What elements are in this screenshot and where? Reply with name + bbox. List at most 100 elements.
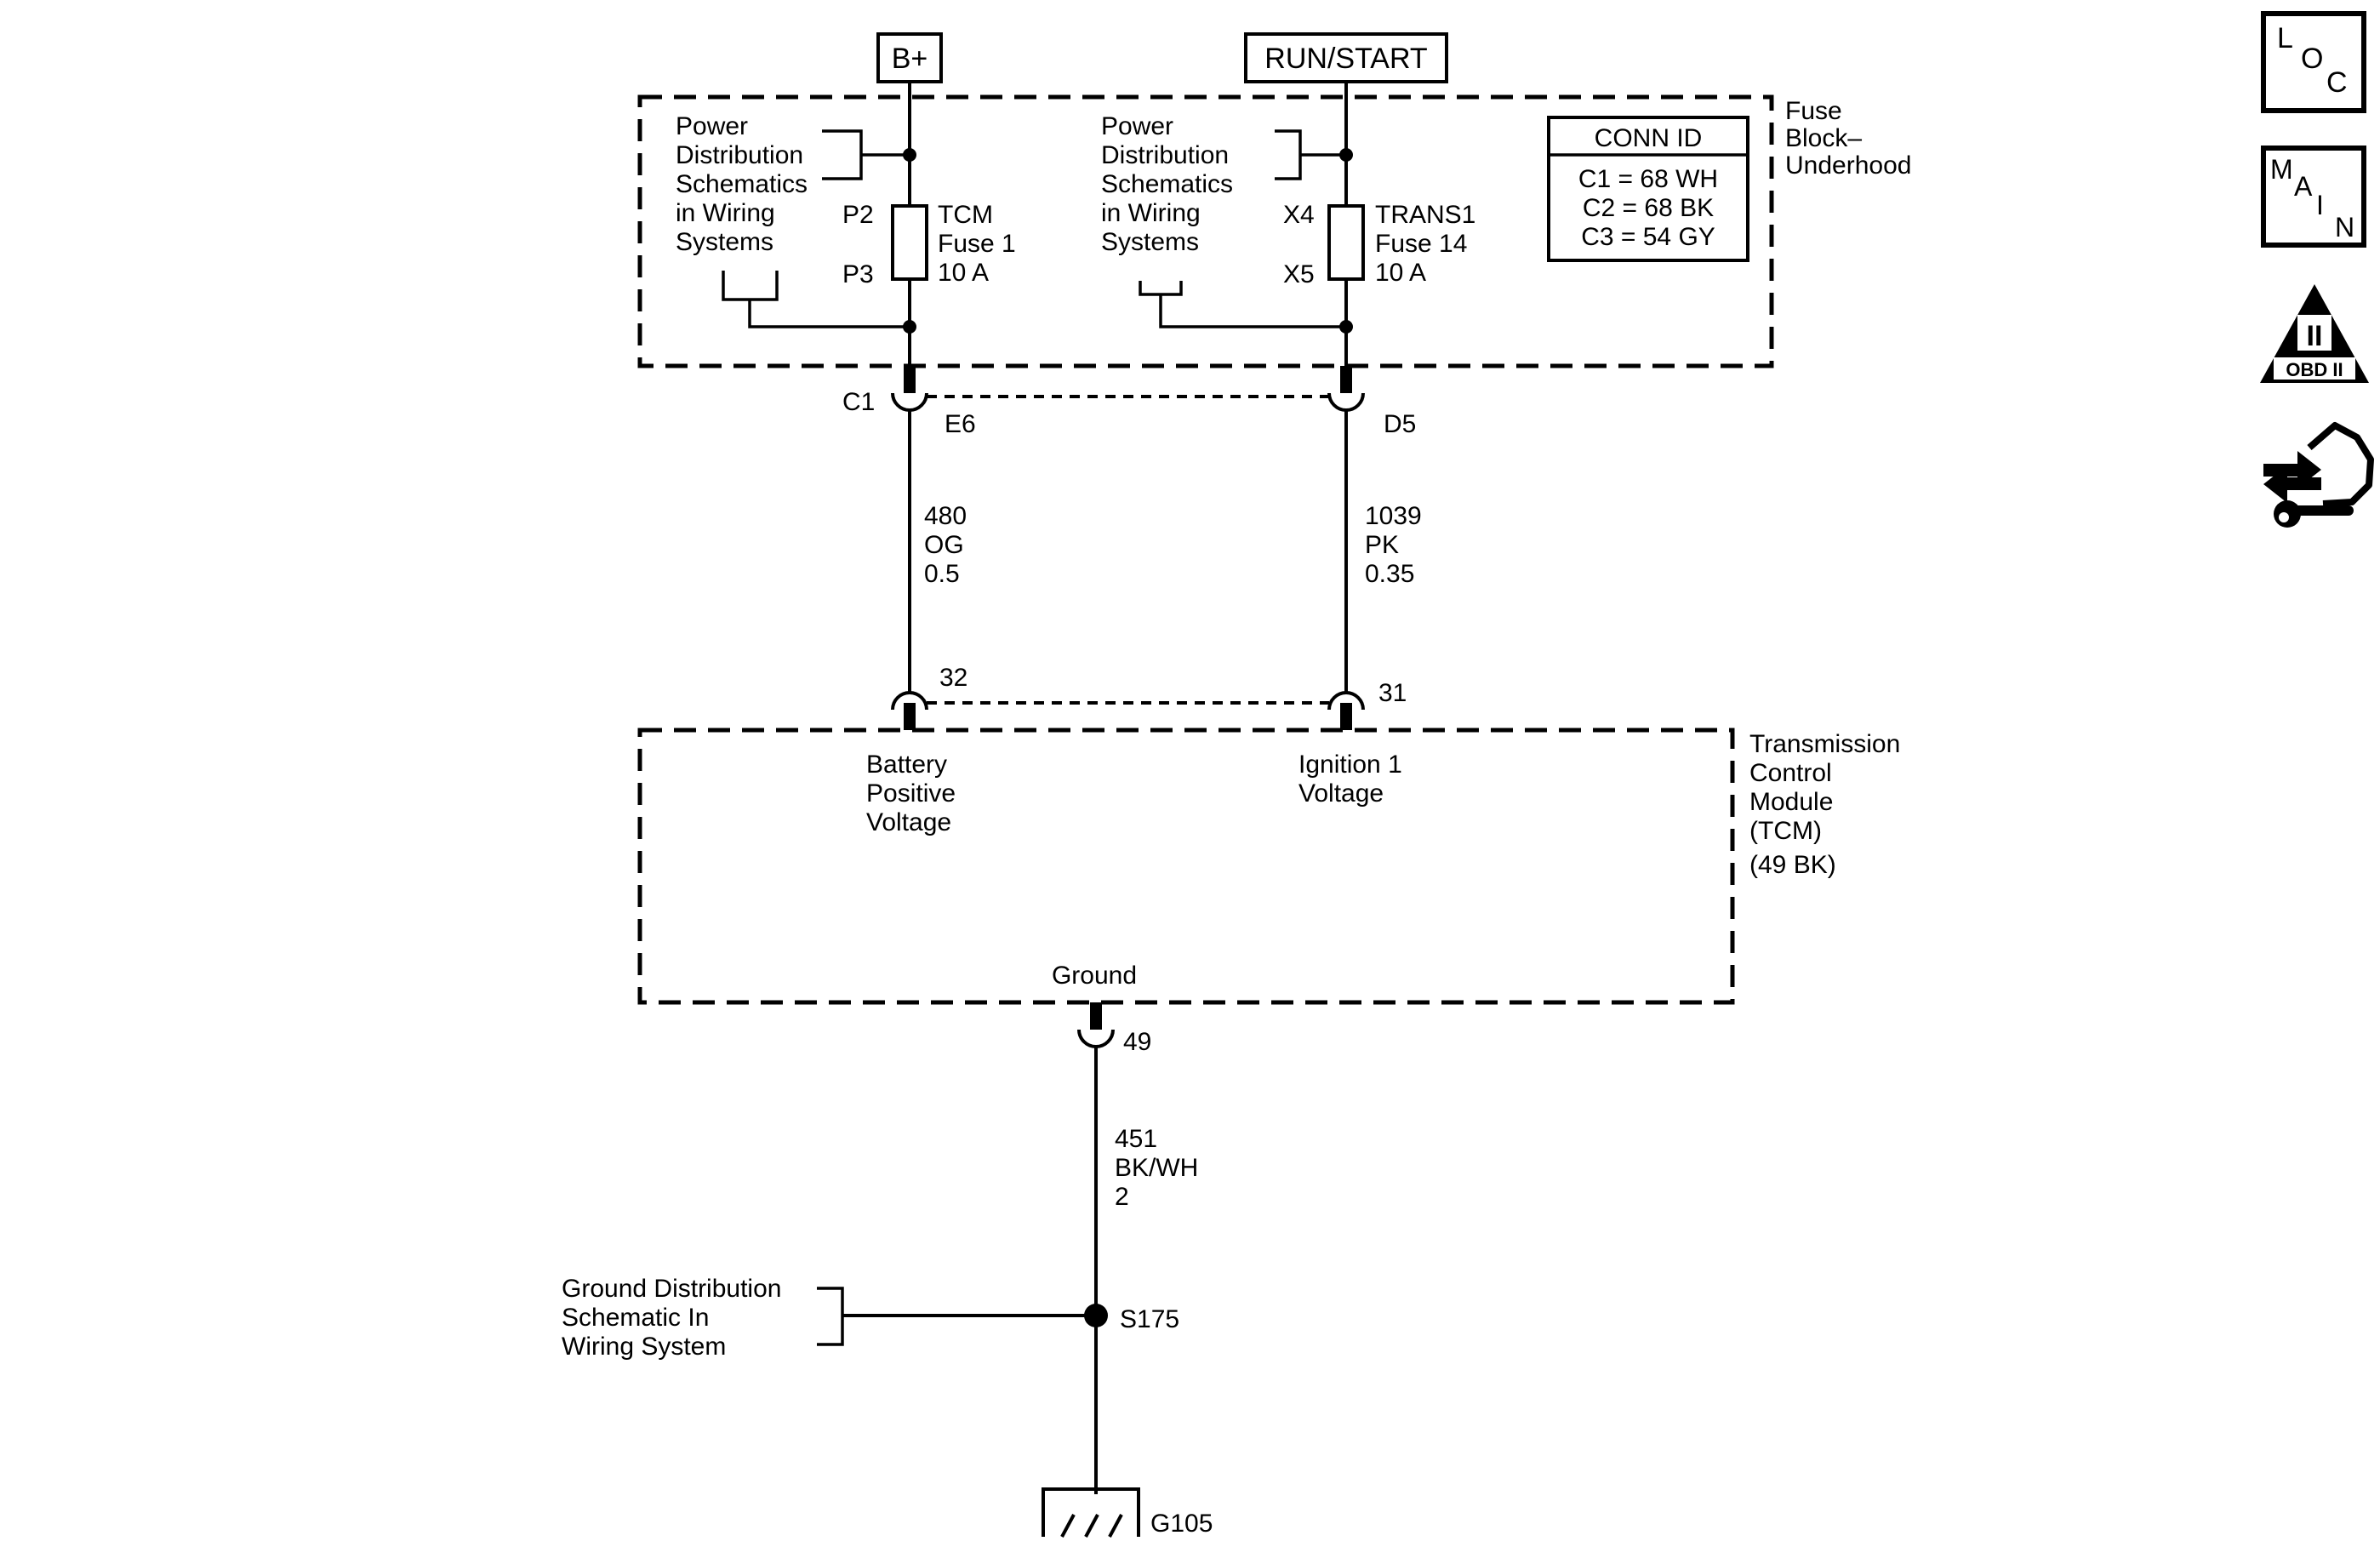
tcm-input-line: Battery <box>866 751 947 779</box>
fuse-block-title-line: Fuse <box>1785 97 1842 125</box>
ignition-1-voltage-label: Ignition 1 Voltage <box>1298 751 1402 808</box>
fuse-block-outline <box>637 94 1774 368</box>
ref-line: Distribution <box>676 141 803 169</box>
ref-line: Schematic In <box>562 1304 709 1332</box>
main-letter: I <box>2316 190 2324 220</box>
trans1-fuse-label: TRANS1 Fuse 14 10 A <box>1375 201 1475 287</box>
obd-label: OBD II <box>2286 359 2343 380</box>
ref-line: Schematics <box>676 170 808 198</box>
obd-ii-icon[interactable]: II OBD II <box>2260 284 2369 383</box>
main-letter: N <box>2335 212 2354 243</box>
fuse-label-line: Fuse 1 <box>938 230 1016 258</box>
fuse-block-title-line: Underhood <box>1785 151 1911 180</box>
conn-id-header: CONN ID <box>1595 124 1703 152</box>
ref-line: Power <box>676 112 748 140</box>
fuse-block-title: Fuse Block– Underhood <box>1785 97 1911 180</box>
loc-letter: C <box>2326 66 2348 99</box>
ref-line: Systems <box>676 228 773 256</box>
tcm-input-line: Positive <box>866 779 956 808</box>
loc-letter: L <box>2277 22 2293 54</box>
fuse-pin-p3: P3 <box>842 260 874 288</box>
connector-pin-e6: E6 <box>945 410 976 438</box>
junction-dot <box>1339 320 1353 334</box>
connector-stub <box>904 703 916 730</box>
junction-dot <box>903 148 916 162</box>
ref-line: in Wiring <box>1101 199 1201 227</box>
main-icon[interactable]: M A I N <box>2261 146 2366 248</box>
ref-line: Systems <box>1101 228 1199 256</box>
right-power-distribution-ref[interactable]: Power Distribution Schematics in Wiring … <box>1101 112 1233 256</box>
junction-dot <box>1339 148 1353 162</box>
run-start-label: RUN/START <box>1264 43 1427 75</box>
tcm-pin-49: 49 <box>1123 1028 1151 1056</box>
connector-pin-d5: D5 <box>1384 410 1416 438</box>
tcm-fuse-label: TCM Fuse 1 10 A <box>938 201 1016 287</box>
conn-id-row: C1 = 68 WH <box>1578 165 1718 193</box>
tcm-input-line: Voltage <box>866 808 951 836</box>
wire-label-line: BK/WH <box>1115 1154 1198 1182</box>
fuse-block-title-line: Block– <box>1785 124 1862 152</box>
ref-line: Wiring System <box>562 1333 726 1361</box>
obd-roman-numeral: II <box>2307 320 2323 352</box>
tcm-ground-label: Ground <box>1052 962 1137 990</box>
main-letter: A <box>2294 171 2313 202</box>
ref-line: Ground Distribution <box>562 1275 781 1303</box>
ref-line: Power <box>1101 112 1173 140</box>
wire-label-line: 451 <box>1115 1125 1157 1153</box>
fuse-label-line: Fuse 14 <box>1375 230 1467 258</box>
wire-label-line: 1039 <box>1365 502 1422 530</box>
ref-line: Distribution <box>1101 141 1229 169</box>
ground-g105-symbol <box>1042 1487 1140 1538</box>
left-ref-ground-bracket <box>722 271 910 328</box>
run-start-source: RUN/START <box>1244 32 1448 83</box>
connector-c1-label: C1 <box>842 388 875 416</box>
tcm-title-line: Control <box>1749 759 1832 787</box>
main-letter: M <box>2270 154 2293 185</box>
tcm-input-line: Ignition 1 <box>1298 751 1402 779</box>
left-power-distribution-ref[interactable]: Power Distribution Schematics in Wiring … <box>676 112 808 256</box>
tcm-pin-31: 31 <box>1378 679 1407 707</box>
trans1-fuse-14[interactable] <box>1327 204 1365 281</box>
tcm-title-line: (TCM) <box>1749 817 1822 845</box>
tcm-pin-31-terminal <box>1327 691 1365 711</box>
connector-stub <box>1090 1002 1102 1030</box>
ref-line: in Wiring <box>676 199 775 227</box>
tcm-input-line: Voltage <box>1298 779 1384 808</box>
tcm-pin-49-terminal <box>1077 1029 1115 1048</box>
ref-line: Schematics <box>1101 170 1233 198</box>
loc-letter: O <box>2301 43 2323 75</box>
wire-label-line: 0.35 <box>1365 560 1414 588</box>
connector-c1-d5-terminal <box>1327 392 1365 412</box>
wire-label-line: PK <box>1365 531 1399 559</box>
bplus-label: B+ <box>892 43 928 75</box>
right-ref-bracket <box>1275 129 1346 180</box>
fuse-label-line: 10 A <box>1375 259 1426 287</box>
connector-wrench-icon[interactable] <box>2263 422 2374 528</box>
tcm-title-line: Transmission <box>1749 730 1900 758</box>
fuse-pin-x4: X4 <box>1283 201 1315 229</box>
fuse-label-line: 10 A <box>938 259 989 287</box>
conn-id-row: C3 = 54 GY <box>1581 223 1715 251</box>
ground-distribution-ref[interactable]: Ground Distribution Schematic In Wiring … <box>562 1275 781 1361</box>
conn-id-row: C2 = 68 BK <box>1583 194 1714 222</box>
wire-label-line: 480 <box>924 502 967 530</box>
tcm-fuse-1[interactable] <box>891 204 928 281</box>
fuse-label-line: TCM <box>938 201 993 229</box>
wire-1039-label: 1039 PK 0.35 <box>1365 502 1422 588</box>
junction-dot <box>903 320 916 334</box>
wire-label-line: 0.5 <box>924 560 960 588</box>
bplus-source: B+ <box>876 32 943 83</box>
connector-stub <box>1340 366 1352 393</box>
tcm-title: Transmission Control Module (TCM) (49 BK… <box>1749 730 1900 879</box>
tcm-title-line: (49 BK) <box>1749 851 1836 879</box>
tcm-pin-32: 32 <box>939 664 967 692</box>
left-ref-bracket <box>822 129 910 180</box>
fuse-label-line: TRANS1 <box>1375 201 1475 229</box>
connector-stub <box>904 366 916 393</box>
tcm-module-outline[interactable] <box>637 728 1735 1005</box>
loc-icon[interactable]: L O C <box>2261 11 2366 113</box>
tcm-title-line: Module <box>1749 788 1833 816</box>
wire-480-label: 480 OG 0.5 <box>924 502 967 588</box>
fuse-pin-p2: P2 <box>842 201 874 229</box>
